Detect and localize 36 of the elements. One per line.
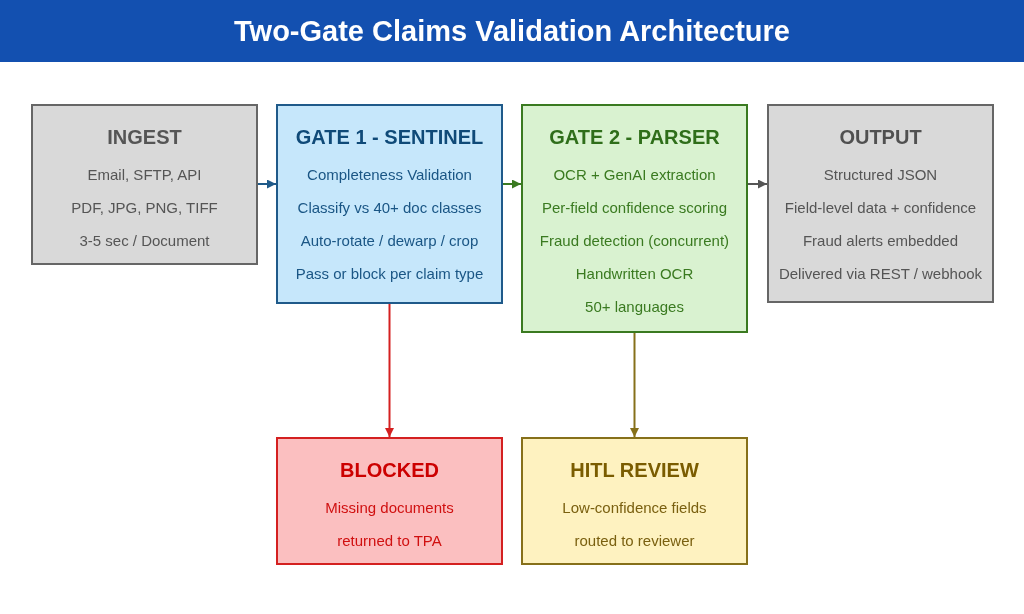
process-box [31, 104, 258, 265]
box-text: PDF, JPG, PNG, TIFF [71, 198, 218, 218]
box-heading: BLOCKED [340, 458, 439, 483]
arrow [747, 179, 768, 189]
box-text: Low-confidence fields routed to reviewer [561, 498, 708, 551]
box-heading: GATE 2 - PARSER [549, 125, 720, 150]
arrow [385, 303, 394, 438]
box-text: Fraud detection (concurrent) [539, 231, 730, 251]
box-text: Per-field confidence scoring [541, 198, 728, 218]
process-box [276, 437, 503, 565]
box-text: 50+ languages [585, 297, 684, 317]
box-text: Field-level data + confidence [784, 198, 977, 218]
box-heading: GATE 1 - SENTINEL [295, 125, 484, 150]
box-text: Structured JSON [823, 165, 938, 185]
process-box [521, 437, 748, 565]
box-text: Completeness Validation [307, 165, 472, 185]
box-text: Handwritten OCR [575, 264, 694, 284]
process-box [276, 104, 503, 304]
box-text: Auto-rotate / dewarp / crop [300, 231, 479, 251]
arrow [502, 179, 522, 189]
box-text: Email, SFTP, API [87, 165, 202, 185]
box-text: Delivered via REST / webhook [778, 264, 983, 284]
process-box [767, 104, 994, 303]
box-heading: INGEST [107, 125, 182, 150]
box-text: Fraud alerts embedded [802, 231, 959, 251]
process-box [521, 104, 748, 333]
box-text: Pass or block per claim type [295, 264, 484, 284]
box-heading: OUTPUT [839, 125, 922, 150]
arrow [630, 332, 639, 438]
box-text: Classify vs 40+ doc classes [297, 198, 482, 218]
box-text: Missing documents returned to TPA [324, 498, 455, 551]
box-text: OCR + GenAI extraction [553, 165, 716, 185]
arrow [257, 179, 277, 189]
diagram-title: Two-Gate Claims Validation Architecture [234, 14, 790, 49]
box-text: 3-5 sec / Document [79, 231, 210, 251]
box-heading: HITL REVIEW [570, 458, 699, 483]
